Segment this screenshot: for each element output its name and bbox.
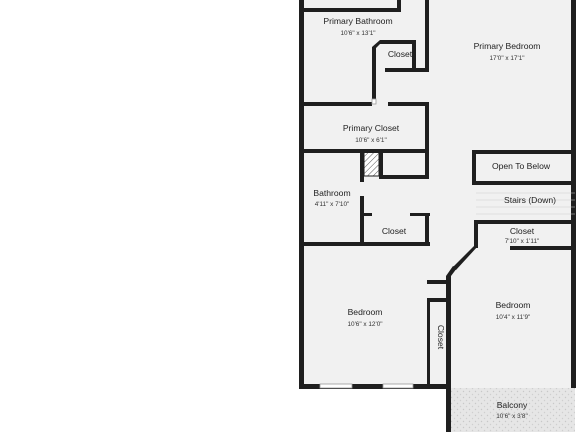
svg-text:4'11" x 7'10": 4'11" x 7'10" bbox=[315, 201, 350, 208]
svg-text:17'0" x 17'1": 17'0" x 17'1" bbox=[489, 55, 524, 62]
room-label-primary-closet: Primary Closet 10'6" x 6'1" bbox=[343, 123, 400, 144]
floor-fills bbox=[302, 0, 575, 432]
svg-text:Closet: Closet bbox=[388, 49, 413, 59]
room-label-bedroom-2: Bedroom 10'4" x 11'9" bbox=[496, 300, 531, 321]
balcony-floor bbox=[449, 388, 575, 432]
svg-text:Primary Closet: Primary Closet bbox=[343, 123, 400, 133]
room-label-primary-bathroom: Primary Bathroom 10'6" x 13'1" bbox=[323, 16, 392, 37]
svg-text:Bedroom: Bedroom bbox=[348, 307, 383, 317]
room-label-vertical-closet: Closet bbox=[436, 325, 446, 350]
svg-text:Bedroom: Bedroom bbox=[496, 300, 531, 310]
svg-text:Open To Below: Open To Below bbox=[492, 161, 551, 171]
svg-text:10'6" x 13'1": 10'6" x 13'1" bbox=[340, 30, 375, 37]
windows bbox=[319, 98, 414, 389]
svg-text:10'6" x 3'8": 10'6" x 3'8" bbox=[496, 413, 528, 420]
room-label-hall-closet: Closet bbox=[382, 226, 407, 236]
hatched-shaft bbox=[363, 151, 380, 177]
svg-text:Primary Bathroom: Primary Bathroom bbox=[323, 16, 392, 26]
svg-text:10'6" x 12'0": 10'6" x 12'0" bbox=[347, 321, 382, 328]
room-label-open-to-below: Open To Below bbox=[492, 161, 551, 171]
svg-text:Stairs (Down): Stairs (Down) bbox=[504, 195, 556, 205]
svg-text:Closet: Closet bbox=[382, 226, 407, 236]
room-label-bedroom2-closet: Closet 7'10" x 1'11" bbox=[505, 226, 540, 245]
svg-text:Closet: Closet bbox=[510, 226, 535, 236]
room-label-bedroom-1: Bedroom 10'6" x 12'0" bbox=[347, 307, 382, 328]
svg-text:Closet: Closet bbox=[436, 325, 446, 350]
room-label-primary-bedroom: Primary Bedroom 17'0" x 17'1" bbox=[474, 41, 541, 62]
room-label-bathroom: Bathroom 4'11" x 7'10" bbox=[313, 188, 350, 208]
walls bbox=[299, 0, 576, 432]
room-label-bath-closet: Closet bbox=[388, 49, 413, 59]
svg-text:Balcony: Balcony bbox=[497, 400, 528, 410]
room-label-stairs: Stairs (Down) bbox=[504, 195, 556, 205]
svg-text:Bathroom: Bathroom bbox=[313, 188, 350, 198]
svg-text:7'10" x 1'11": 7'10" x 1'11" bbox=[505, 238, 540, 245]
room-label-balcony: Balcony 10'6" x 3'8" bbox=[496, 400, 528, 420]
svg-text:Primary Bedroom: Primary Bedroom bbox=[474, 41, 541, 51]
svg-text:10'6" x 6'1": 10'6" x 6'1" bbox=[355, 137, 387, 144]
svg-text:10'4" x 11'9": 10'4" x 11'9" bbox=[496, 314, 531, 321]
